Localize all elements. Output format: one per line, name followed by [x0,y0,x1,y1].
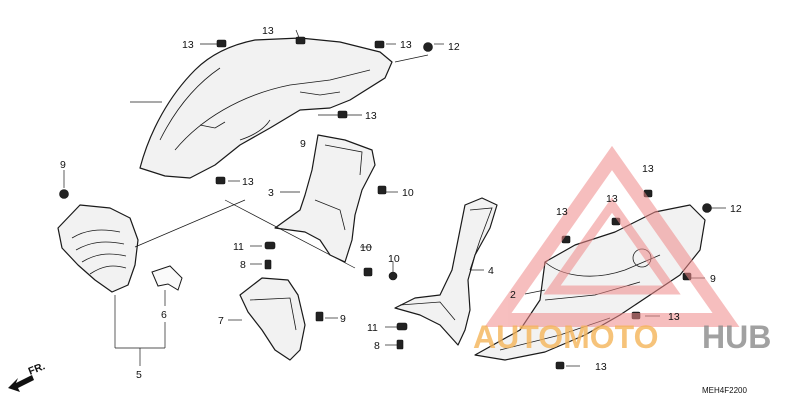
watermark-text: AUTOMOTO HUB [473,319,771,355]
upper-cover-part [139,37,393,179]
callout-8: 8 [240,259,246,271]
callout-13: 13 [242,176,254,188]
watermark-logo [484,145,740,327]
bracket-6-part [151,265,183,291]
callout-5: 5 [136,369,142,381]
callout-13: 13 [365,110,377,122]
watermark-triangle-inner [543,197,681,295]
front-arrow-icon [8,375,34,392]
callout-10: 10 [388,253,400,265]
callout-8: 8 [374,340,380,352]
callout-13: 13 [595,361,607,373]
hardware-fasteners [59,36,712,370]
lower-cowl-left-part [57,204,139,293]
callout-12: 12 [730,203,742,215]
callout-3: 3 [268,187,274,199]
callout-12: 12 [448,41,460,53]
callout-9: 9 [340,313,346,325]
callout-6: 6 [161,309,167,321]
callout-10: 10 [402,187,414,199]
callout-13: 13 [262,25,274,37]
callout-13: 13 [606,193,618,205]
callout-13: 13 [642,163,654,175]
callout-7: 7 [218,315,224,327]
side-duct-4-part [394,197,498,346]
front-direction-label: FR. [27,360,47,377]
watermark-word-automoto: AUTOMOTO [473,319,658,355]
callout-11: 11 [367,322,378,334]
callout-10: 10 [360,242,372,254]
diagram-code: MEH4F2200 [702,386,747,395]
callout-9: 9 [710,273,716,285]
callout-13: 13 [182,39,194,51]
callout-13: 13 [556,206,568,218]
callout-2: 2 [510,289,516,301]
callout-13: 13 [400,39,412,51]
callout-labels: 13 13 13 12 13 9 9 3 13 10 11 8 10 10 4 … [60,25,742,381]
front-direction-indicator: FR. [8,360,47,392]
callout-4: 4 [488,265,494,277]
lower-panel-7-part [239,277,306,361]
callout-9: 9 [300,138,306,150]
callout-11: 11 [233,241,244,253]
callout-13: 13 [668,311,680,323]
watermark-triangle-outer [484,145,740,327]
watermark-word-hub: HUB [702,319,771,355]
callout-9: 9 [60,159,66,171]
